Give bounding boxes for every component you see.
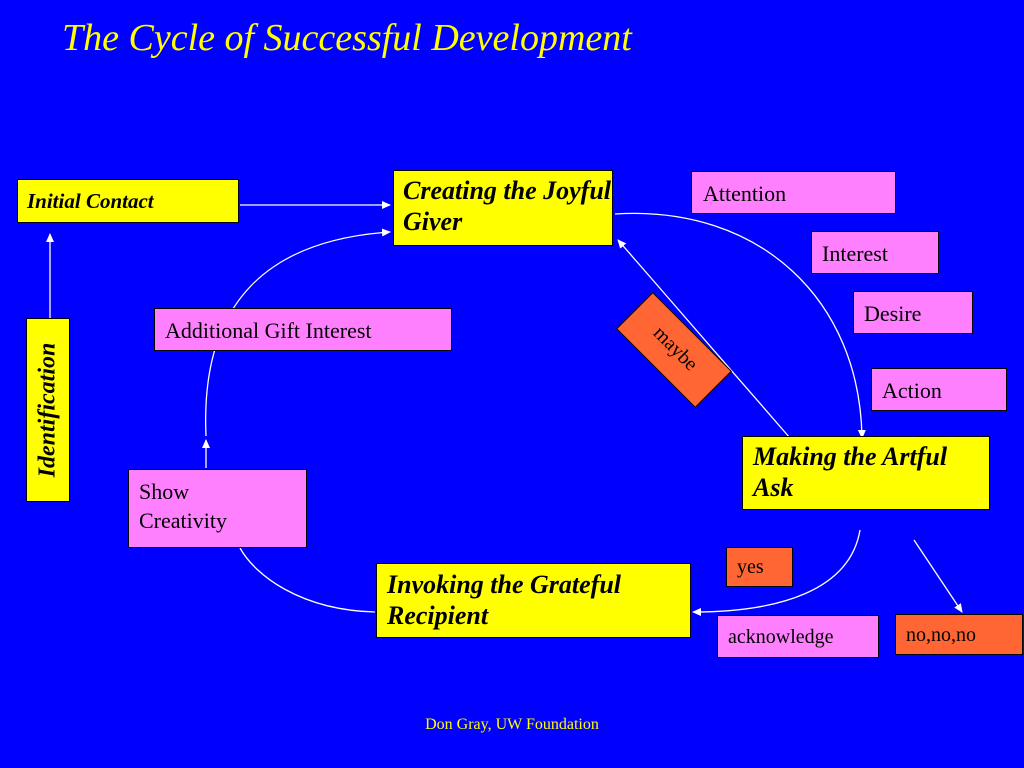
arrow-making-to-invoking xyxy=(692,529,861,616)
arrow-left-arc-to-creating xyxy=(205,228,391,437)
show-creativity-label: Show Creativity xyxy=(139,479,227,533)
action-label: Action xyxy=(882,378,942,403)
action-box: Action xyxy=(871,368,1007,411)
arrow-creating-to-making xyxy=(614,212,866,439)
arrow-invoking-to-creativity xyxy=(239,547,376,613)
attention-label: Attention xyxy=(703,181,787,206)
slide-title: The Cycle of Successful Development xyxy=(62,17,632,59)
desire-label: Desire xyxy=(864,301,922,326)
creating-giver-box: Creating the Joyful Giver xyxy=(393,170,613,246)
no-label: no,no,no xyxy=(906,624,976,646)
arrow-maybe-back xyxy=(617,239,791,439)
interest-box: Interest xyxy=(811,231,939,274)
additional-gift-label: Additional Gift Interest xyxy=(165,318,372,343)
yes-label: yes xyxy=(737,556,764,578)
no-box: no,no,no xyxy=(895,614,1023,655)
desire-box: Desire xyxy=(853,291,973,334)
identification-box: Identification xyxy=(26,318,70,502)
artful-ask-box: Making the Artful Ask xyxy=(742,436,990,510)
attention-box: Attention xyxy=(691,171,896,214)
footer-credit: Don Gray, UW Foundation xyxy=(425,716,599,733)
additional-gift-box: Additional Gift Interest xyxy=(154,308,452,351)
grateful-recipient-label: Invoking the Grateful Recipient xyxy=(387,570,622,630)
arrow-making-to-no xyxy=(913,539,963,613)
initial-contact-label: Initial Contact xyxy=(27,189,154,213)
creating-giver-label: Creating the Joyful Giver xyxy=(403,176,612,236)
acknowledge-box: acknowledge xyxy=(717,615,879,658)
grateful-recipient-box: Invoking the Grateful Recipient xyxy=(376,563,691,638)
yes-box: yes xyxy=(726,547,793,587)
artful-ask-label: Making the Artful Ask xyxy=(753,442,948,502)
initial-contact-box: Initial Contact xyxy=(17,179,239,223)
identification-label: Identification xyxy=(34,342,61,478)
acknowledge-label: acknowledge xyxy=(728,626,834,648)
interest-label: Interest xyxy=(822,241,888,266)
show-creativity-box: Show Creativity xyxy=(128,469,307,548)
